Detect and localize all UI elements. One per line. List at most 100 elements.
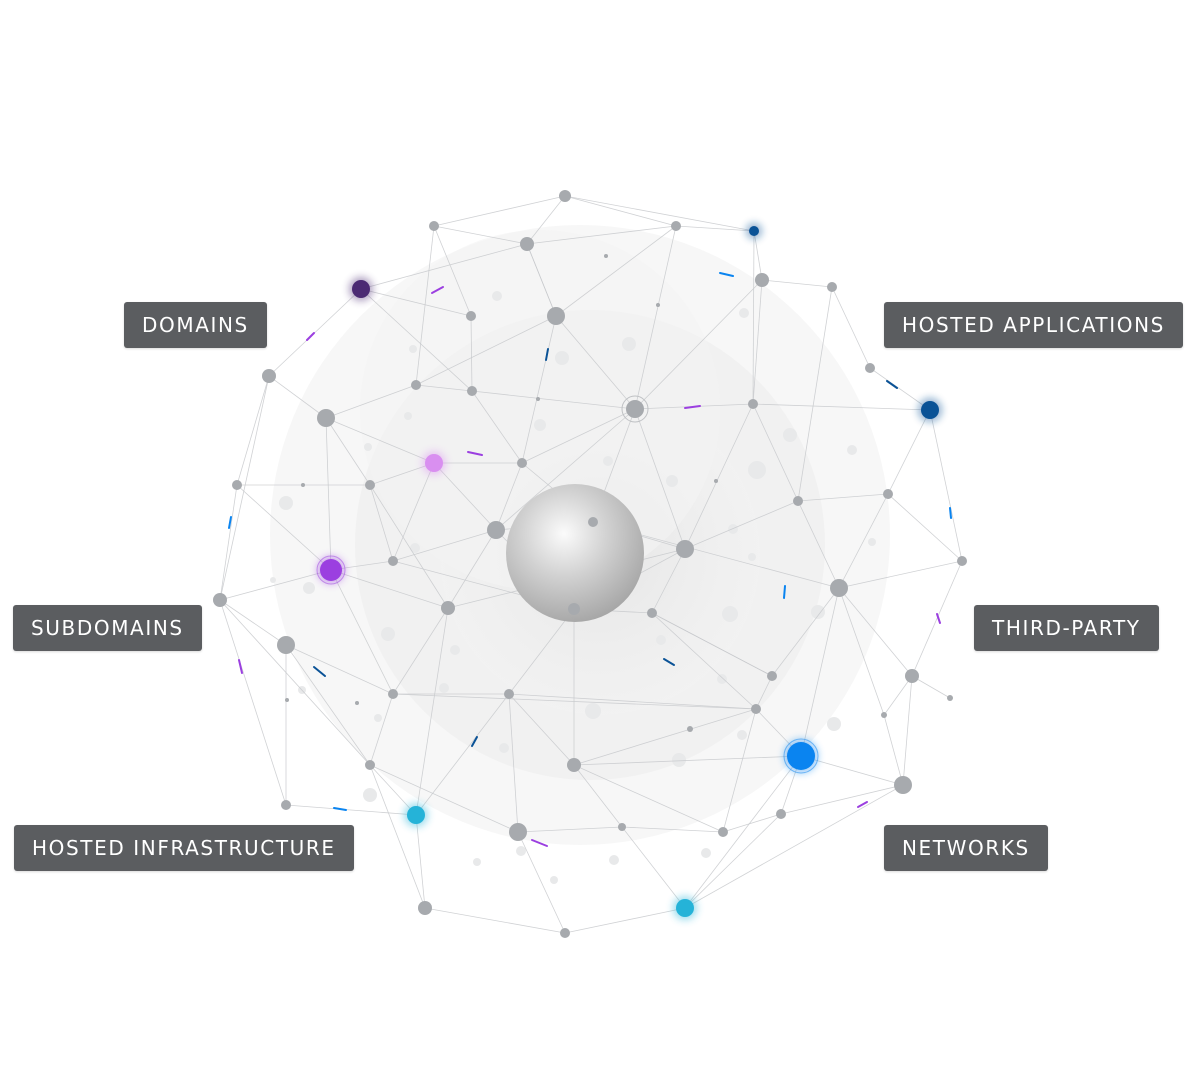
- network-edge: [495, 408, 636, 531]
- network-edge: [761, 279, 833, 288]
- network-node: [281, 800, 291, 810]
- networks-label: NETWORKS: [884, 825, 1048, 871]
- network-node: [921, 401, 939, 419]
- faint-node: [717, 674, 727, 684]
- network-edge: [219, 484, 238, 601]
- network-edge: [887, 409, 931, 495]
- faint-node: [499, 743, 509, 753]
- network-node: [365, 480, 375, 490]
- network-edge: [573, 764, 724, 833]
- network-node: [865, 363, 875, 373]
- network-edge: [268, 375, 327, 419]
- faint-node: [404, 412, 412, 420]
- domains-label: DOMAINS: [124, 302, 267, 348]
- network-edge: [564, 195, 755, 232]
- network-node: [520, 237, 534, 251]
- network-edge: [621, 826, 724, 833]
- network-node: [957, 556, 967, 566]
- network-edge: [800, 587, 840, 757]
- network-edge: [634, 279, 763, 410]
- network-edge: [564, 195, 677, 227]
- network-node: [905, 669, 919, 683]
- network-node: [568, 603, 580, 615]
- hosted-infrastructure-label: HOSTED INFRASTRUCTURE: [14, 825, 354, 871]
- signal-dash: [333, 807, 347, 811]
- network-edge: [521, 315, 557, 464]
- network-edge: [415, 693, 510, 816]
- faint-node: [516, 846, 526, 856]
- network-edge: [797, 286, 833, 502]
- network-edge: [517, 831, 566, 934]
- signal-dash: [306, 332, 315, 341]
- network-node: [504, 689, 514, 699]
- network-edge: [555, 225, 677, 317]
- network-edge: [521, 408, 636, 464]
- network-edge: [470, 315, 473, 392]
- network-node: [894, 776, 912, 794]
- signal-dash: [857, 801, 868, 808]
- network-edge: [684, 403, 754, 550]
- network-node: [714, 479, 718, 483]
- signal-dash: [313, 666, 326, 677]
- network-node: [262, 369, 276, 383]
- network-node: [656, 303, 660, 307]
- network-node: [487, 521, 505, 539]
- network-edge: [285, 644, 371, 766]
- network-edge: [219, 569, 332, 601]
- signal-dash: [684, 405, 701, 409]
- signal-dash: [663, 658, 675, 666]
- network-edge: [526, 225, 677, 245]
- network-edge: [392, 462, 435, 562]
- network-node: [418, 901, 432, 915]
- network-edge: [325, 417, 332, 571]
- network-node: [793, 496, 803, 506]
- network-node: [466, 311, 476, 321]
- signal-dash: [886, 380, 898, 389]
- network-edge: [360, 288, 472, 317]
- network-edge: [236, 375, 270, 486]
- network-edges: [219, 195, 963, 934]
- network-edge: [526, 195, 566, 245]
- network-node: [547, 307, 565, 325]
- network-edge: [887, 493, 963, 562]
- network-edge: [325, 417, 435, 464]
- faint-node: [279, 496, 293, 510]
- network-node: [947, 695, 953, 701]
- network-node: [352, 280, 370, 298]
- network-edge: [508, 693, 519, 833]
- network-edge: [526, 243, 557, 317]
- network-edge: [325, 417, 371, 486]
- network-edge: [447, 529, 497, 609]
- network-node: [776, 809, 786, 819]
- network-node: [749, 226, 759, 236]
- network-edge: [573, 764, 623, 828]
- network-edge: [415, 607, 449, 816]
- network-edge: [369, 484, 394, 562]
- network-node: [285, 698, 289, 702]
- network-edge: [929, 409, 963, 562]
- network-edge: [838, 587, 913, 677]
- network-node: [830, 579, 848, 597]
- network-edge: [797, 493, 889, 502]
- network-edge: [219, 599, 287, 646]
- network-node: [618, 823, 626, 831]
- network-edge: [651, 612, 757, 710]
- network-edge: [752, 230, 755, 405]
- network-node: [441, 601, 455, 615]
- faint-node: [847, 445, 857, 455]
- node-ring: [316, 555, 346, 585]
- network-node: [317, 409, 335, 427]
- network-edge: [415, 814, 426, 909]
- signal-dash: [431, 286, 444, 294]
- network-node: [429, 221, 439, 231]
- faint-node: [450, 645, 460, 655]
- network-edge: [508, 608, 575, 695]
- faint-node: [410, 543, 420, 553]
- network-edge: [573, 708, 757, 766]
- network-edge: [330, 569, 394, 695]
- faint-node: [555, 351, 569, 365]
- faint-node: [409, 345, 417, 353]
- network-edge: [902, 675, 913, 786]
- network-node: [676, 540, 694, 558]
